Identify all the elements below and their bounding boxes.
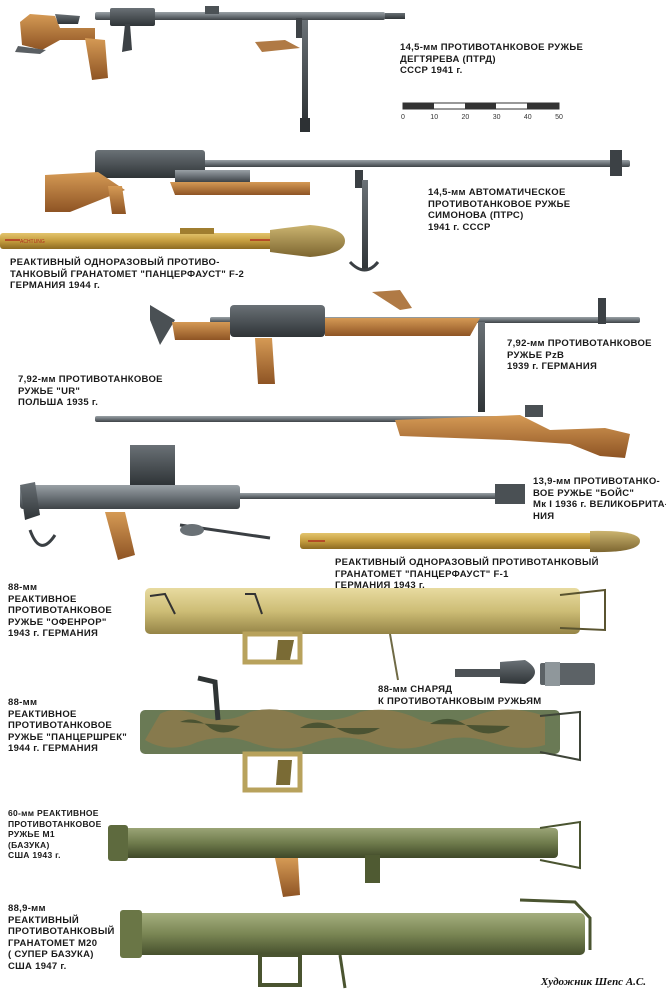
caption-panzerfaust-f1: РЕАКТИВНЫЙ ОДНОРАЗОВЫЙ ПРОТИВОТАНКОВЫЙ Г…	[335, 557, 599, 592]
caption-ofenrohr: 88-мм РЕАКТИВНОЕ ПРОТИВОТАНКОВОЕ РУЖЬЕ "…	[8, 582, 112, 640]
caption-line: К ПРОТИВОТАНКОВЫМ РУЖЬЯМ	[378, 695, 542, 707]
caption-line: СИМОНОВА (ПТРС)	[428, 210, 524, 221]
caption-ur: 7,92-мм ПРОТИВОТАНКОВОЕ РУЖЬЕ "UR" ПОЛЬШ…	[18, 374, 163, 409]
caption-line: РЕАКТИВНОЕ	[8, 708, 77, 720]
caption-line: 13,9-мм ПРОТИВОТАНКО-	[533, 476, 660, 487]
caption-line: 1944 г. ГЕРМАНИЯ	[8, 743, 99, 754]
caption-line: 88,9-мм	[8, 903, 46, 914]
caption-rocket-shell: 88-мм СНАРЯД К ПРОТИВОТАНКОВЫМ РУЖЬЯМ	[378, 684, 541, 707]
svg-text:ACHTUNG: ACHTUNG	[20, 239, 45, 245]
caption-line: РЕАКТИВНЫЙ ОДНОРАЗОВЫЙ ПРОТИВОТАНКОВЫЙ	[335, 557, 599, 568]
caption-line: 7,92-мм ПРОТИВОТАНКОВОЕ	[18, 374, 163, 385]
caption-line: ТАНКОВЫЙ ГРАНАТОМЕТ "ПАНЦЕРФАУСТ" F-2	[10, 268, 245, 280]
caption-line: ДЕГТЯРЕВА (ПТРД)	[400, 53, 496, 65]
caption-line: ПРОТИВОТАНКОВОЕ РУЖЬЕ	[428, 198, 571, 210]
scale-bar	[402, 102, 560, 110]
caption-line: 14,5-мм АВТОМАТИЧЕСКОЕ	[428, 187, 566, 198]
panzerfaust-f1	[300, 530, 640, 553]
caption-line: 88-мм	[8, 697, 38, 708]
rocket-shell	[455, 660, 595, 686]
ptrd-rifle	[15, 6, 405, 132]
caption-line: ПРОТИВОТАНКОВОЕ	[8, 818, 102, 829]
caption-line: Мк I 1936 г. ВЕЛИКОБРИТА-	[533, 499, 666, 510]
caption-line: РУЖЬЕ PzB	[507, 349, 565, 361]
caption-line: ПРОТИВОТАНКОВЫЙ	[8, 926, 115, 937]
caption-panzerfaust-f2: РЕАКТИВНЫЙ ОДНОРАЗОВЫЙ ПРОТИВО- ТАНКОВЫЙ…	[10, 257, 244, 292]
caption-line: РУЖЬЕ "ОФЕНРОР"	[8, 616, 107, 628]
caption-line: ГРАНАТОМЕТ М20	[8, 937, 98, 949]
artist-signature: Художник Шепс А.С.	[540, 976, 646, 988]
super-bazooka-m20	[120, 898, 592, 989]
ptrs-rifle	[45, 150, 630, 272]
caption-bazooka-m1: 60-мм РЕАКТИВНОЕ ПРОТИВОТАНКОВОЕ РУЖЬЕ М…	[8, 808, 102, 861]
caption-ptrs: 14,5-мм АВТОМАТИЧЕСКОЕ ПРОТИВОТАНКОВОЕ Р…	[428, 187, 570, 233]
scale-tick-label: 40	[524, 114, 532, 121]
ur-rifle	[95, 405, 630, 458]
scale-tick-label: 10	[430, 114, 438, 121]
caption-line: 14,5-мм ПРОТИВОТАНКОВОЕ РУЖЬЕ	[400, 42, 584, 53]
caption-line: США 1947 г.	[8, 960, 67, 972]
pzb-rifle	[150, 290, 640, 412]
caption-line: РУЖЬЕ "UR"	[18, 385, 81, 397]
caption-super-bazooka: 88,9-мм РЕАКТИВНЫЙ ПРОТИВОТАНКОВЫЙ ГРАНА…	[8, 903, 115, 972]
caption-line: НИЯ	[533, 510, 555, 522]
caption-line: США 1943 г.	[8, 850, 61, 860]
caption-line: ( СУПЕР БАЗУКА)	[8, 949, 94, 960]
boys-rifle	[20, 445, 525, 560]
caption-boys: 13,9-мм ПРОТИВОТАНКО- ВОЕ РУЖЬЕ "БОЙС" М…	[533, 476, 666, 522]
caption-line: ГЕРМАНИЯ 1944 г.	[10, 280, 101, 291]
scale-tick-label: 0	[401, 114, 405, 121]
caption-line: ПРОТИВОТАНКОВОЕ	[8, 605, 113, 616]
panzerschreck-launcher	[140, 675, 581, 793]
scale-tick-label: 20	[462, 114, 470, 121]
caption-line: РУЖЬЕ М1	[8, 829, 55, 839]
bazooka-m1	[108, 820, 581, 897]
caption-line: ПОЛЬША 1935 г.	[18, 397, 99, 408]
caption-line: ВОЕ РУЖЬЕ "БОЙС"	[533, 487, 635, 499]
caption-line: РЕАКТИВНЫЙ ОДНОРАЗОВЫЙ ПРОТИВО-	[10, 257, 220, 268]
caption-line: СССР 1941 г.	[400, 65, 463, 76]
panzerfaust-f2: ACHTUNG	[0, 225, 345, 257]
caption-line: 7,92-мм ПРОТИВОТАНКОВОЕ	[507, 338, 652, 349]
caption-line: 60-мм РЕАКТИВНОЕ	[8, 808, 99, 818]
caption-line: РЕАКТИВНОЕ	[8, 593, 77, 605]
caption-line: (БАЗУКА)	[8, 839, 50, 850]
caption-line: РЕАКТИВНЫЙ	[8, 914, 80, 926]
caption-line: 88-мм	[8, 582, 38, 593]
caption-line: 88-мм СНАРЯД	[378, 684, 453, 695]
ofenrohr-launcher	[145, 588, 606, 681]
caption-line: ГРАНАТОМЕТ "ПАНЦЕРФАУСТ" F-1	[335, 568, 509, 580]
caption-line: 1941 г. СССР	[428, 221, 491, 233]
caption-line: ГЕРМАНИЯ 1943 г.	[335, 580, 426, 591]
caption-line: ПРОТИВОТАНКОВОЕ	[8, 720, 113, 731]
caption-line: РУЖЬЕ "ПАНЦЕРШРЕК"	[8, 731, 128, 743]
caption-line: 1943 г. ГЕРМАНИЯ	[8, 628, 99, 639]
caption-pzb: 7,92-мм ПРОТИВОТАНКОВОЕ РУЖЬЕ PzB 1939 г…	[507, 338, 652, 373]
scale-tick-label: 50	[555, 114, 563, 121]
scale-tick-label: 30	[493, 114, 501, 121]
caption-ptrd: 14,5-мм ПРОТИВОТАНКОВОЕ РУЖЬЕ ДЕГТЯРЕВА …	[400, 42, 583, 77]
caption-panzerschreck: 88-мм РЕАКТИВНОЕ ПРОТИВОТАНКОВОЕ РУЖЬЕ "…	[8, 697, 127, 755]
caption-line: 1939 г. ГЕРМАНИЯ	[507, 361, 598, 372]
